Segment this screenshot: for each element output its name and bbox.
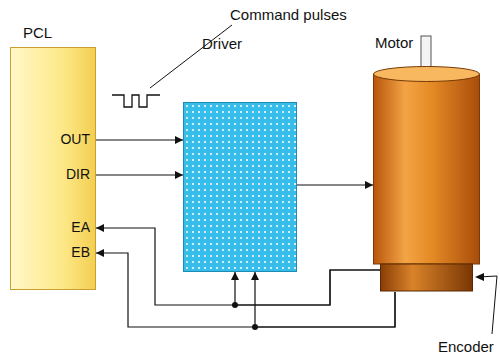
callout-text: Command pulses — [230, 6, 347, 23]
driver-box: Driver — [183, 102, 297, 272]
signal-wire — [96, 139, 183, 140]
node-heading: Motor — [375, 34, 413, 52]
motor-cylinder — [373, 66, 480, 264]
pin-name: EA — [36, 219, 90, 236]
node-heading: Driver — [202, 35, 242, 53]
motor-body: Motor — [373, 66, 480, 264]
signal-wire — [96, 174, 183, 175]
encoder-housing — [380, 260, 473, 292]
leader-line — [478, 276, 497, 334]
signal-wire — [255, 272, 395, 327]
node-heading: Encoder — [438, 338, 494, 356]
leader-arrowhead — [475, 273, 484, 281]
pin-name: DIR — [36, 166, 90, 183]
pulse-waveform — [112, 95, 160, 107]
signal-wire — [297, 184, 373, 185]
pin-name: OUT — [36, 131, 90, 148]
encoder-ring: Encoder — [380, 260, 473, 292]
node-heading: PCL — [23, 24, 52, 42]
signal-wire — [235, 270, 380, 305]
leader-line — [150, 25, 232, 88]
pin-name: EB — [36, 244, 90, 261]
